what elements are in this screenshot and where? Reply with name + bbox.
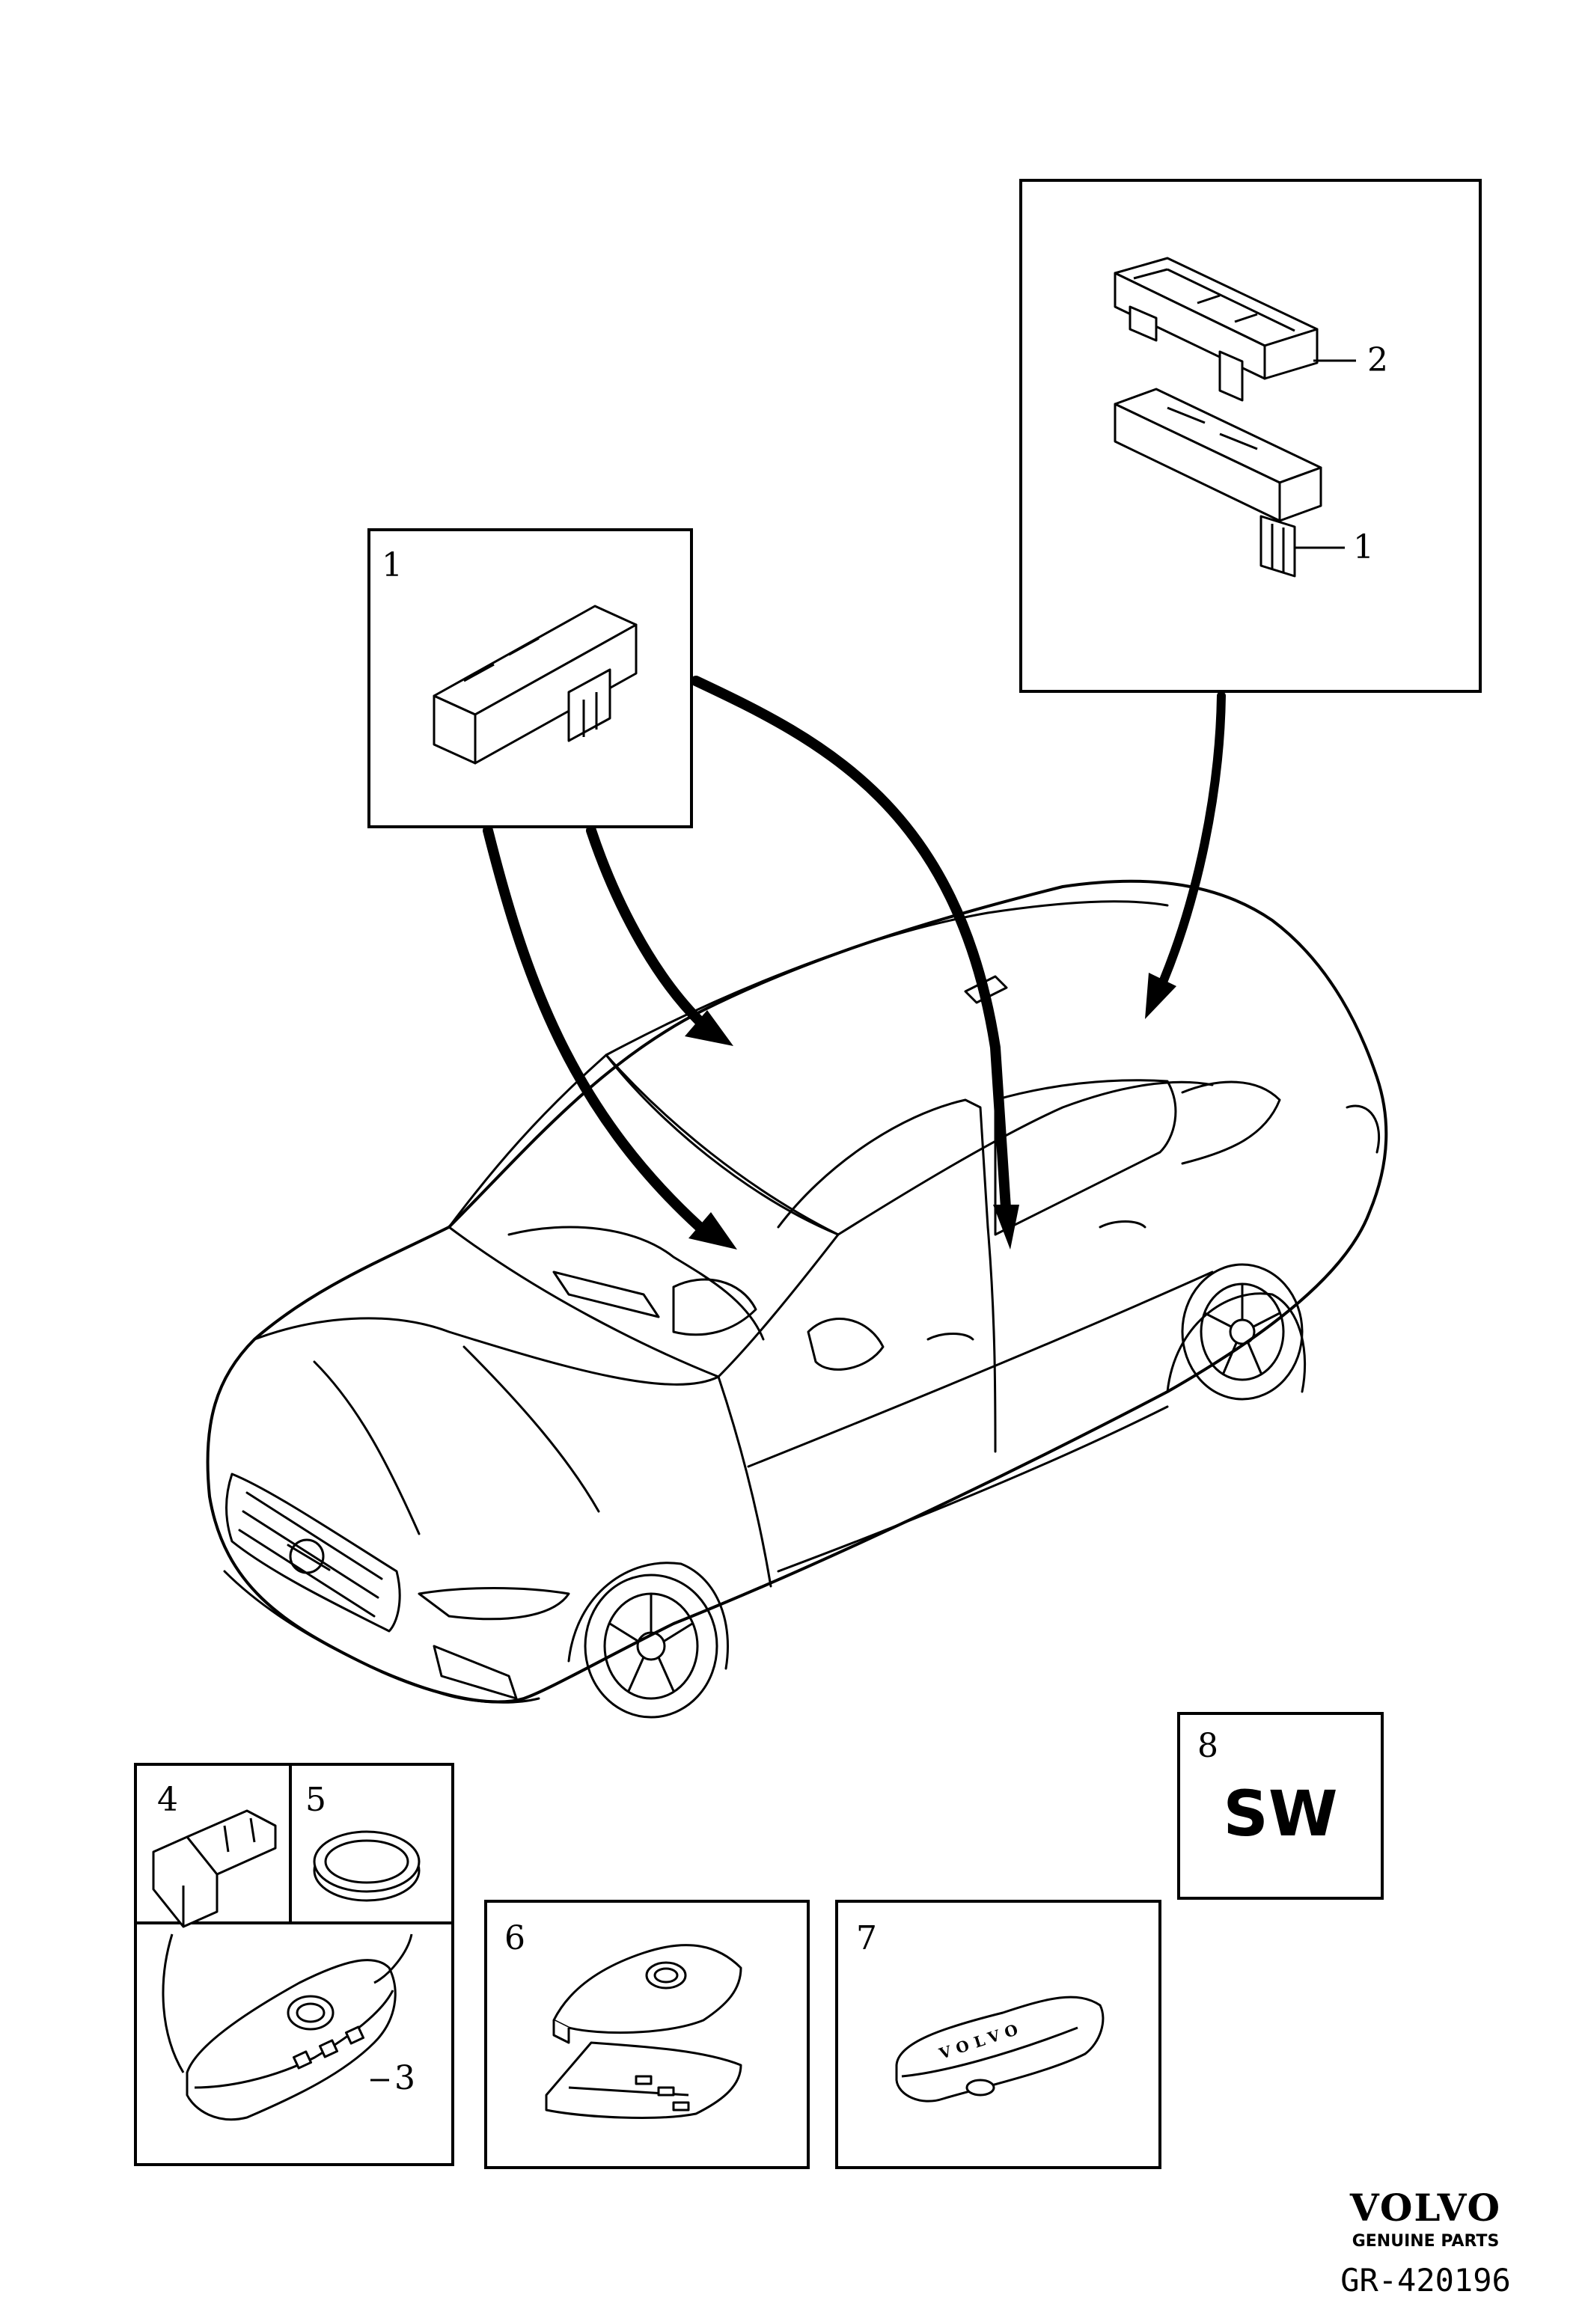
battery-coin-cell [313, 1830, 421, 1902]
key-fob-outline [895, 1996, 1105, 2103]
callout-arrows [483, 676, 1226, 1250]
emergency-key-blade [152, 1809, 277, 1928]
car-illustration [206, 879, 1388, 1719]
part-number-3: 3 [394, 2059, 415, 2097]
genuine-parts-text: GENUINE PARTS [1352, 2232, 1500, 2251]
part-number-2: 2 [1367, 341, 1388, 379]
software-label: SW [1223, 1777, 1337, 1850]
part-number-6: 6 [504, 1919, 525, 1957]
part-number-1-left: 1 [382, 546, 403, 584]
module-part [1114, 388, 1322, 578]
detail-box-left: 1 [367, 528, 693, 828]
volvo-logo: VOLVO [1349, 2186, 1501, 2230]
part-number-1-right: 1 [1353, 528, 1374, 566]
detail-box-right: 2 1 [1019, 179, 1482, 693]
key-fob-box: 7 VOLVO [835, 1900, 1161, 2169]
bracket-part [1114, 257, 1319, 402]
diagram-code: GR-420196 [1340, 2262, 1511, 2299]
key-detail-box: 4 5 3 [134, 1763, 454, 2166]
key-cover-parts [545, 1944, 742, 2119]
module-part-left [433, 605, 638, 765]
part-number-7: 7 [856, 1919, 877, 1957]
part-number-5: 5 [305, 1781, 326, 1819]
part-number-4: 4 [157, 1781, 178, 1819]
software-box: 8 SW [1177, 1712, 1384, 1900]
brand-block: VOLVO GENUINE PARTS GR-420196 [1340, 2186, 1511, 2299]
part-number-8: 8 [1197, 1727, 1218, 1765]
remote-key-fob [186, 1959, 397, 2121]
key-cover-box: 6 [484, 1900, 810, 2169]
